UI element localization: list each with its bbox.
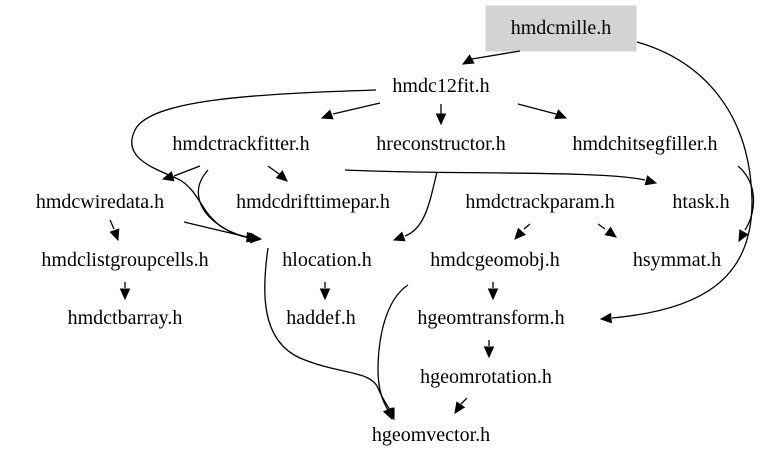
arrowhead-hmdctrackparam-to-hmdcgeomobj xyxy=(514,227,526,240)
nodes-layer: hmdcmille.h hmdc12fit.h hmdctrackfitter.… xyxy=(36,17,730,446)
edge-hmdctrackfitter-to-hmdcdrifttimepar xyxy=(267,165,280,175)
edge-hmdcwiredata-to-hmdclistgroupcells xyxy=(109,219,115,230)
edge-hmdctrackparam-to-hmdcgeomobj xyxy=(523,223,531,230)
edge-hmdchitsegfiller-to-hsymmat xyxy=(737,165,755,231)
node-hmdclistgroupcells[interactable]: hmdclistgroupcells.h xyxy=(41,249,208,271)
root-node-box xyxy=(485,5,637,52)
edge-hmdcmille-to-hgeomtransform xyxy=(611,41,753,319)
arrowhead-hmdclistgroupcells-to-hmdctbarray xyxy=(119,288,131,301)
node-hgeomtransform[interactable]: hgeomtransform.h xyxy=(417,307,564,329)
arrowhead-hmdcwiredata-to-hmdclistgroupcells xyxy=(109,228,120,242)
node-hmdc12fit[interactable]: hmdc12fit.h xyxy=(392,75,489,97)
node-hmdcmille[interactable]: hmdcmille.h xyxy=(511,17,612,39)
node-hlocation[interactable]: hlocation.h xyxy=(282,249,371,271)
arrowhead-hmdctrackfitter-to-hmdcdrifttimepar xyxy=(275,170,288,182)
edge-hmdctrackparam-to-hsymmat xyxy=(597,223,606,230)
edge-hmdc12fit-to-hlocation xyxy=(131,89,377,238)
arrowhead-hmdctrackfitter-to-hmdcwiredata xyxy=(161,171,175,182)
arrowhead-hmdcwiredata-to-hlocation xyxy=(246,232,260,243)
arrowhead-hlocation-to-haddef xyxy=(319,288,331,301)
arrowhead-hmdctrackfitter-to-htask xyxy=(644,175,658,186)
node-hgeomrotation[interactable]: hgeomrotation.h xyxy=(420,366,552,388)
node-hgeomvector[interactable]: hgeomvector.h xyxy=(372,424,490,446)
arrowhead-hmdcmille-to-hmdc12fit xyxy=(461,54,475,65)
arrowhead-hmdcgeomobj-to-hgeomvector xyxy=(382,407,393,421)
edges-layer xyxy=(109,41,755,421)
node-hmdcwiredata[interactable]: hmdcwiredata.h xyxy=(36,191,164,213)
arrowhead-hmdcmille-to-hgeomtransform xyxy=(599,312,612,324)
node-hreconstructor[interactable]: hreconstructor.h xyxy=(376,133,505,155)
arrowhead-hmdctrackparam-to-hsymmat xyxy=(604,226,617,238)
node-haddef[interactable]: haddef.h xyxy=(286,307,355,329)
arrowhead-hmdc12fit-to-hmdctrackfitter xyxy=(320,109,334,120)
node-hmdctrackparam[interactable]: hmdctrackparam.h xyxy=(465,191,614,213)
edge-hmdc12fit-to-hmdctrackfitter xyxy=(332,102,381,115)
edge-hreconstructor-to-hlocation xyxy=(404,171,438,237)
edge-hmdctrackfitter-to-htask xyxy=(344,169,646,181)
edge-hmdcmille-to-hmdc12fit xyxy=(471,50,521,60)
edge-hmdcwiredata-to-hlocation xyxy=(183,221,248,238)
arrowhead-hmdcgeomobj-to-hgeomtransform xyxy=(487,288,499,301)
arrowhead-hmdc12fit-to-hreconstructor xyxy=(435,113,447,126)
arrowhead-hmdc12fit-to-hmdchitsegfiller xyxy=(554,109,568,120)
node-hmdctrackfitter[interactable]: hmdctrackfitter.h xyxy=(172,133,309,155)
edge-hmdcgeomobj-to-hgeomvector xyxy=(377,284,409,411)
node-hsymmat[interactable]: hsymmat.h xyxy=(633,249,721,271)
arrowhead-hgeomrotation-to-hgeomvector xyxy=(454,401,466,415)
arrowhead-hgeomtransform-to-hgeomrotation xyxy=(483,346,495,359)
edge-hgeomrotation-to-hgeomvector xyxy=(460,397,468,405)
node-hmdchitsegfiller[interactable]: hmdchitsegfiller.h xyxy=(573,133,718,155)
edge-hmdc12fit-to-hmdchitsegfiller xyxy=(517,103,557,115)
arrowhead-hmdchitsegfiller-to-hsymmat xyxy=(738,229,749,243)
edge-hmdctrackfitter-to-hmdcwiredata xyxy=(173,165,201,177)
arrowhead-hreconstructor-to-hlocation xyxy=(392,231,406,242)
node-hmdctbarray[interactable]: hmdctbarray.h xyxy=(68,307,183,329)
node-hmdcgeomobj[interactable]: hmdcgeomobj.h xyxy=(430,249,559,271)
node-htask[interactable]: htask.h xyxy=(672,191,729,213)
node-hmdcdrifttimepar[interactable]: hmdcdrifttimepar.h xyxy=(236,191,390,213)
edge-hlocation-to-hgeomvector xyxy=(264,247,391,411)
